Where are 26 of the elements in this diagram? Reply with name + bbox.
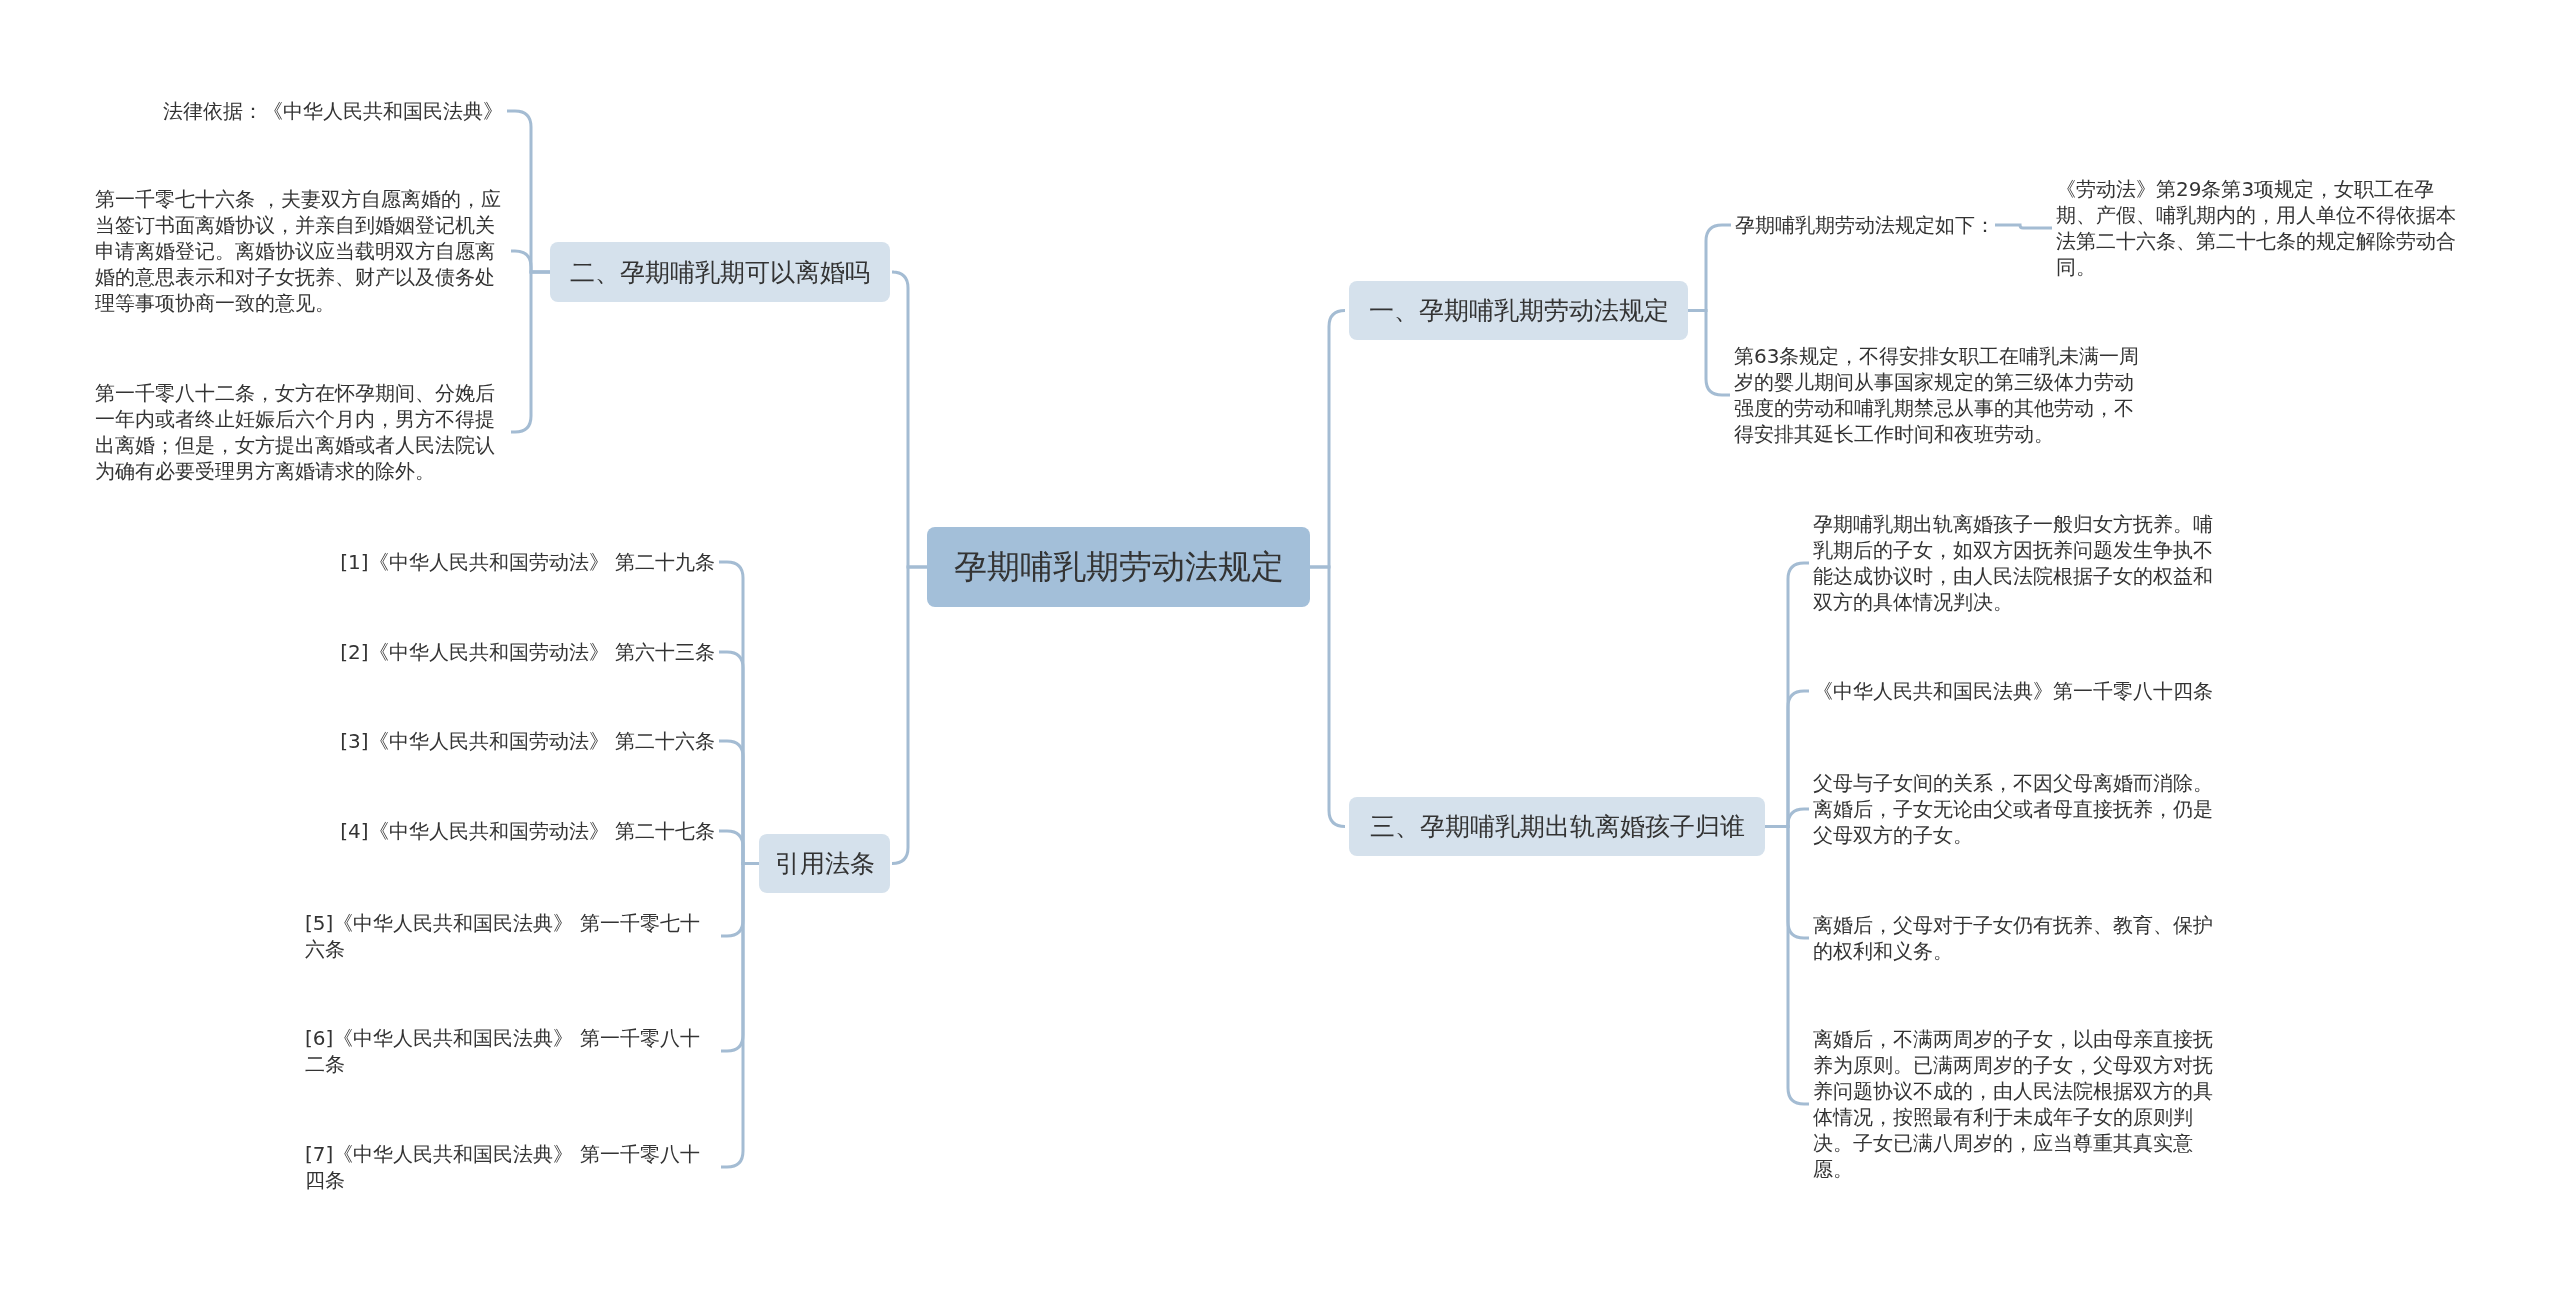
topic-text: 离婚后，父母对于子女仍有抚养、教育、保护的权利和义务。 <box>1813 912 2225 964</box>
topic-text: 第一千零八十二条，女方在怀孕期间、分娩后一年内或者终止妊娠后六个月内，男方不得提出离婚；但是，女方提出离婚或者人民法院认为确有必要受理男方离婚请求的除外。 <box>95 380 507 484</box>
topic-text: 父母与子女间的关系，不因父母离婚而消除。离婚后，子女无论由父或者母直接抚养，仍是父母双方的子女。 <box>1813 770 2225 848</box>
topic-text: [3]《中华人民共和国劳动法》 第二十六条 <box>303 728 715 754</box>
topic-text: [6]《中华人民共和国民法典》 第一千零八十二条 <box>305 1025 717 1077</box>
topic-box: 引用法条 <box>759 834 890 893</box>
topic-text: 《中华人民共和国民法典》第一千零八十四条 <box>1813 678 2225 704</box>
topic-text: 法律依据：《中华人民共和国民法典》 <box>91 98 503 124</box>
central-topic-box: 孕期哺乳期劳动法规定 <box>927 527 1310 607</box>
topic-text: [4]《中华人民共和国劳动法》 第二十七条 <box>303 818 715 844</box>
topic-box: 二、孕期哺乳期可以离婚吗 <box>550 242 890 302</box>
topic-text: 第63条规定，不得安排女职工在哺乳未满一周岁的婴儿期间从事国家规定的第三级体力劳动强度的劳动和哺乳期禁忌从事的其他劳动，不得安排其延长工作时间和夜班劳动。 <box>1734 343 2146 447</box>
connector-line <box>890 565 927 865</box>
topic-text: [7]《中华人民共和国民法典》 第一千零八十四条 <box>305 1141 717 1193</box>
topic-text: [1]《中华人民共和国劳动法》 第二十九条 <box>303 549 715 575</box>
topic-text: [2]《中华人民共和国劳动法》 第六十三条 <box>303 639 715 665</box>
topic-text: 离婚后，不满两周岁的子女，以由母亲直接抚养为原则。已满两周岁的子女，父母双方对抚养问题协议不成的，由人民法院根据双方的具体情况，按照最有利于未成年子女的原则判决。子女已满八周岁的，应当尊重其真实意愿。 <box>1813 1026 2225 1182</box>
connector-line <box>1995 223 2052 230</box>
connector-line <box>1310 565 1347 828</box>
topic-text: 《劳动法》第29条第3项规定，女职工在孕期、产假、哺乳期内的，用人单位不得依据本法第二十六条、第二十七条的规定解除劳动合同。 <box>2056 176 2468 280</box>
topic-box: 一、孕期哺乳期劳动法规定 <box>1349 281 1688 340</box>
topic-text: 第一千零七十六条 ，夫妻双方自愿离婚的，应当签订书面离婚协议，并亲自到婚姻登记机关申请离婚登记。离婚协议应当载明双方自愿离婚的意思表示和对子女抚养、财产以及债务处理等事项协商一致的意见。 <box>95 186 507 316</box>
topic-text: 孕期哺乳期劳动法规定如下： <box>1735 212 1995 238</box>
topic-text: 孕期哺乳期出轨离婚孩子一般归女方抚养。哺乳期后的子女，如双方因抚养问题发生争执不能达成协议时，由人民法院根据子女的权益和双方的具体情况判决。 <box>1813 511 2225 615</box>
topic-box: 三、孕期哺乳期出轨离婚孩子归谁 <box>1349 797 1765 856</box>
topic-text: [5]《中华人民共和国民法典》 第一千零七十六条 <box>305 910 717 962</box>
